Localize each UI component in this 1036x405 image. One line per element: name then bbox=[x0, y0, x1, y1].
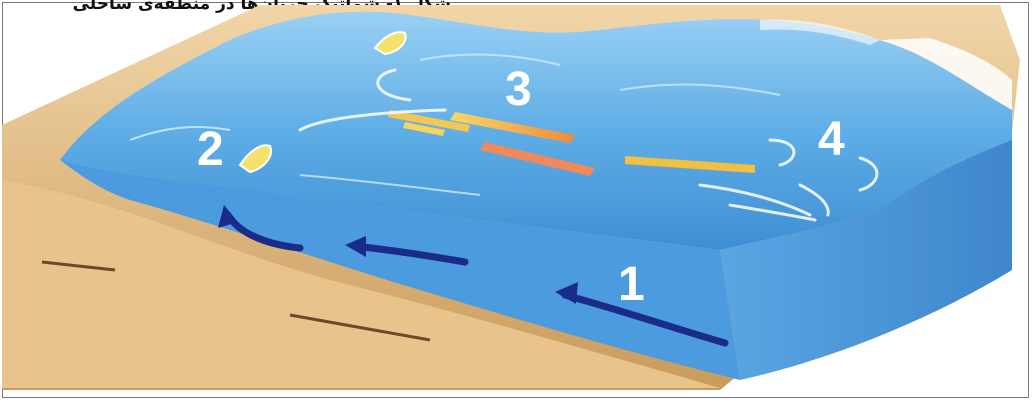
label-2: 2 bbox=[197, 123, 224, 176]
label-1: 1 bbox=[618, 258, 645, 311]
label-4: 4 bbox=[818, 113, 845, 166]
label-3: 3 bbox=[505, 63, 532, 116]
